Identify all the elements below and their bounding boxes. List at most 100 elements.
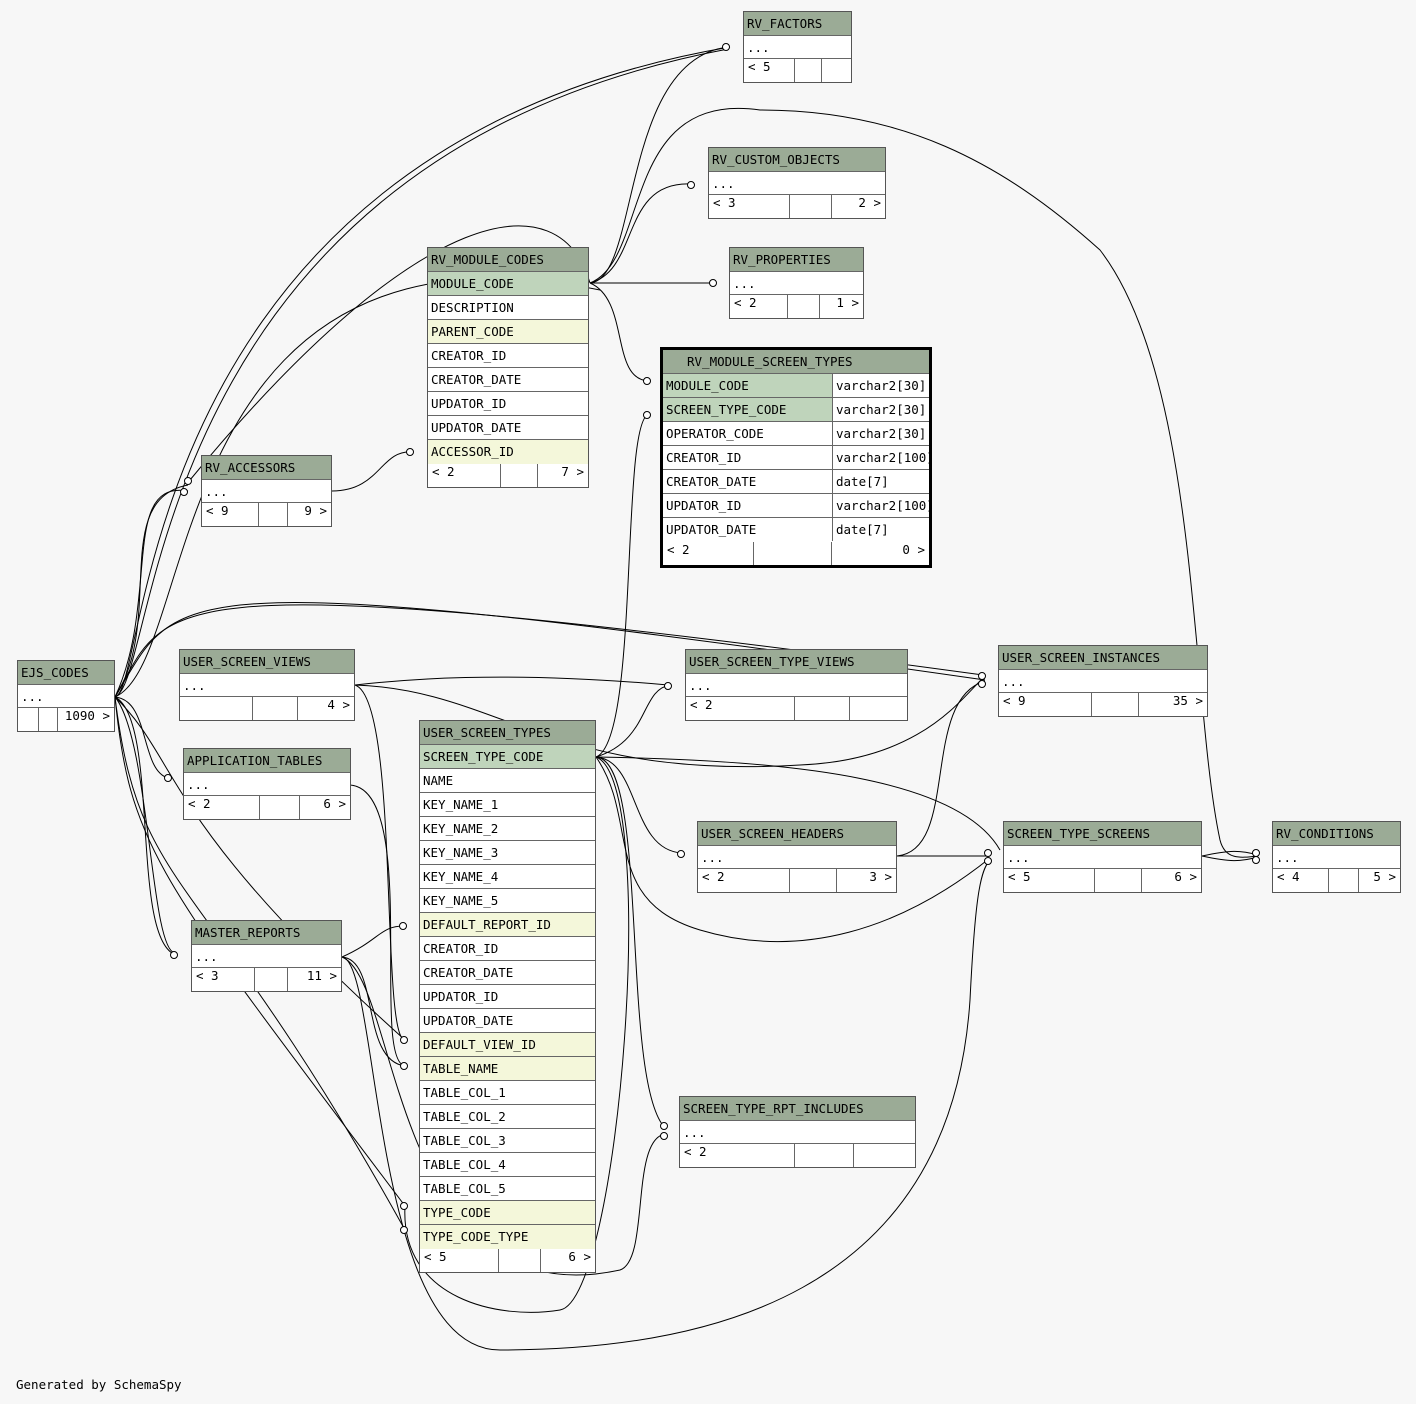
column-name: PARENT_CODE: [431, 324, 514, 339]
column-row: KEY_NAME_4: [420, 865, 595, 889]
column-name: UPDATOR_DATE: [666, 522, 757, 537]
column-row: TYPE_CODE_TYPE: [420, 1225, 595, 1249]
column-row: TABLE_COL_2: [420, 1105, 595, 1129]
column-row: MODULE_CODE: [428, 272, 588, 296]
column-name: TABLE_NAME: [423, 1061, 499, 1076]
table-footer: < 5: [744, 59, 851, 82]
table-master-reports[interactable]: MASTER_REPORTS ... < 3 11 >: [191, 920, 342, 992]
table-title: USER_SCREEN_TYPES: [420, 721, 595, 745]
column-row: TABLE_COL_1: [420, 1081, 595, 1105]
parents-count: < 2: [684, 1144, 707, 1159]
children-count: 4 >: [327, 697, 350, 712]
table-user-screen-headers[interactable]: USER_SCREEN_HEADERS ... < 2 3 >: [697, 821, 897, 893]
column-name: TYPE_CODE_TYPE: [423, 1229, 529, 1244]
children-count: 2 >: [858, 195, 881, 210]
table-title: SCREEN_TYPE_SCREENS: [1004, 822, 1201, 846]
column-type: varchar2[30]: [832, 422, 929, 445]
table-rv-properties[interactable]: RV_PROPERTIES ... < 2 1 >: [729, 247, 864, 319]
columns-ellipsis: ...: [999, 670, 1207, 693]
column-name: KEY_NAME_1: [423, 797, 499, 812]
column-name: TABLE_COL_4: [423, 1157, 506, 1172]
column-name: KEY_NAME_3: [423, 845, 499, 860]
parents-count: [18, 708, 38, 731]
parents-count: < 9: [206, 503, 229, 518]
table-title: RV_MODULE_SCREEN_TYPES: [663, 350, 929, 374]
column-name: KEY_NAME_4: [423, 869, 499, 884]
column-row: CREATOR_ID: [428, 344, 588, 368]
children-count: 1 >: [836, 295, 859, 310]
table-ejs-codes[interactable]: EJS_CODES ... 1090 >: [17, 660, 115, 732]
table-screen-type-screens[interactable]: SCREEN_TYPE_SCREENS ... < 5 6 >: [1003, 821, 1202, 893]
columns-ellipsis: ...: [192, 945, 341, 968]
table-title: RV_CONDITIONS: [1273, 822, 1400, 846]
parents-count: < 5: [424, 1249, 447, 1264]
table-rv-custom-objects[interactable]: RV_CUSTOM_OBJECTS ... < 3 2 >: [708, 147, 886, 219]
column-name: TABLE_COL_3: [423, 1133, 506, 1148]
column-row: KEY_NAME_1: [420, 793, 595, 817]
table-title: APPLICATION_TABLES: [184, 749, 350, 773]
column-name: ACCESSOR_ID: [431, 444, 514, 459]
columns-ellipsis: ...: [698, 846, 896, 869]
column-row: TABLE_COL_5: [420, 1177, 595, 1201]
table-title: SCREEN_TYPE_RPT_INCLUDES: [680, 1097, 915, 1121]
column-name: TABLE_COL_2: [423, 1109, 506, 1124]
column-type: varchar2[100]: [832, 446, 929, 469]
table-footer: < 4 5 >: [1273, 869, 1400, 892]
column-name: DEFAULT_REPORT_ID: [423, 917, 551, 932]
column-name: KEY_NAME_5: [423, 893, 499, 908]
column-row: CREATOR_DATE: [420, 961, 595, 985]
column-row: ACCESSOR_ID: [428, 440, 588, 464]
table-title: USER_SCREEN_INSTANCES: [999, 646, 1207, 670]
table-title: MASTER_REPORTS: [192, 921, 341, 945]
column-row: SCREEN_TYPE_CODE: [420, 745, 595, 769]
column-type: varchar2[30]: [832, 398, 929, 421]
parents-count: < 2: [734, 295, 757, 310]
columns-ellipsis: ...: [709, 172, 885, 195]
children-count: 11 >: [306, 968, 337, 983]
table-user-screen-views[interactable]: USER_SCREEN_VIEWS ... 4 >: [179, 649, 355, 721]
column-name: UPDATOR_ID: [423, 989, 499, 1004]
column-name: TABLE_COL_5: [423, 1181, 506, 1196]
children-count: 6 >: [568, 1249, 591, 1264]
column-row: DEFAULT_VIEW_ID: [420, 1033, 595, 1057]
table-screen-type-rpt-includes[interactable]: SCREEN_TYPE_RPT_INCLUDES ... < 2: [679, 1096, 916, 1168]
column-name: UPDATOR_DATE: [431, 420, 522, 435]
table-footer: < 3 11 >: [192, 968, 341, 991]
column-name: MODULE_CODE: [431, 276, 514, 291]
column-row: TABLE_NAME: [420, 1057, 595, 1081]
table-title: RV_ACCESSORS: [202, 456, 331, 480]
table-footer: < 9 9 >: [202, 503, 331, 526]
column-name: DESCRIPTION: [431, 300, 514, 315]
table-rv-factors[interactable]: RV_FACTORS ... < 5: [743, 11, 852, 83]
column-row: NAME: [420, 769, 595, 793]
table-footer: < 9 35 >: [999, 693, 1207, 716]
table-rv-accessors[interactable]: RV_ACCESSORS ... < 9 9 >: [201, 455, 332, 527]
column-name: CREATOR_DATE: [431, 372, 522, 387]
column-row: DEFAULT_REPORT_ID: [420, 913, 595, 937]
table-footer: < 2 6 >: [184, 796, 350, 819]
column-name: CREATOR_ID: [423, 941, 499, 956]
parents-count: [180, 697, 252, 720]
table-user-screen-instances[interactable]: USER_SCREEN_INSTANCES ... < 9 35 >: [998, 645, 1208, 717]
table-user-screen-type-views[interactable]: USER_SCREEN_TYPE_VIEWS ... < 2: [685, 649, 908, 721]
table-application-tables[interactable]: APPLICATION_TABLES ... < 2 6 >: [183, 748, 351, 820]
columns-ellipsis: ...: [680, 1121, 915, 1144]
column-row: KEY_NAME_3: [420, 841, 595, 865]
parents-count: < 3: [713, 195, 736, 210]
table-title: EJS_CODES: [18, 661, 114, 685]
column-name: SCREEN_TYPE_CODE: [666, 402, 787, 417]
column-row: DESCRIPTION: [428, 296, 588, 320]
table-title: RV_PROPERTIES: [730, 248, 863, 272]
columns-ellipsis: ...: [744, 36, 851, 59]
children-count: 5 >: [1373, 869, 1396, 884]
column-row: UPDATOR_DATE: [420, 1009, 595, 1033]
table-footer: < 2: [686, 697, 907, 720]
column-name: CREATOR_ID: [666, 450, 742, 465]
table-rv-conditions[interactable]: RV_CONDITIONS ... < 4 5 >: [1272, 821, 1401, 893]
